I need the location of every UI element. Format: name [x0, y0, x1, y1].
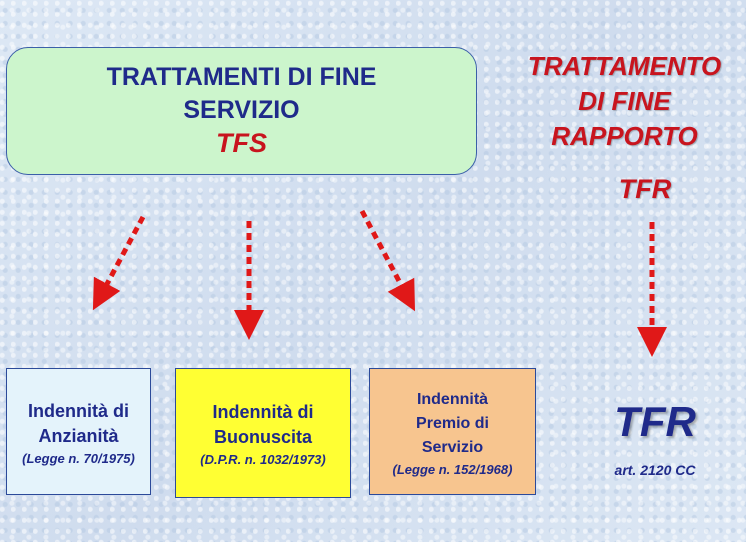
box-anzianita-line1: Indennità di [28, 401, 129, 421]
box-buonuscita-line2: Buonuscita [213, 427, 312, 447]
tfr-heading-line1: TRATTAMENTO [527, 51, 722, 81]
tfr-heading-line2: DI FINE [578, 86, 671, 116]
tfr-heading: TRATTAMENTO DI FINE RAPPORTO [512, 49, 737, 154]
arrow-to-premio [359, 209, 416, 312]
tfs-title-line1: TRATTAMENTI DI FINE [106, 63, 377, 91]
tfr-result-label: TFR [614, 398, 696, 445]
arrow-to-anzianita [92, 215, 146, 311]
box-anzianita: Indennità di Anzianità (Legge n. 70/1975… [6, 368, 151, 495]
box-premio-line3: Servizio [421, 439, 484, 456]
box-premio-line2: Premio di [416, 415, 489, 432]
box-buonuscita-line1: Indennità di [212, 402, 314, 422]
box-buonuscita: Indennità di Buonuscita (D.P.R. n. 1032/… [175, 368, 351, 498]
tfr-heading-line3: RAPPORTO [551, 121, 698, 151]
tfs-box: TRATTAMENTI DI FINE SERVIZIO TFS [6, 47, 477, 175]
tfs-title-line2: SERVIZIO [183, 96, 300, 124]
box-anzianita-line2: Anzianità [38, 426, 119, 446]
tfr-heading-abbr: TFR [618, 174, 672, 204]
tfr-article: art. 2120 CC [614, 462, 696, 478]
box-premio-servizio: Indennità Premio di Servizio (Legge n. 1… [369, 368, 536, 495]
tfs-abbr: TFS [216, 128, 267, 158]
box-premio-law: (Legge n. 152/1968) [392, 462, 513, 477]
box-buonuscita-law: (D.P.R. n. 1032/1973) [200, 452, 326, 467]
box-premio-line1: Indennità [416, 391, 489, 408]
box-anzianita-law: (Legge n. 70/1975) [22, 451, 135, 466]
